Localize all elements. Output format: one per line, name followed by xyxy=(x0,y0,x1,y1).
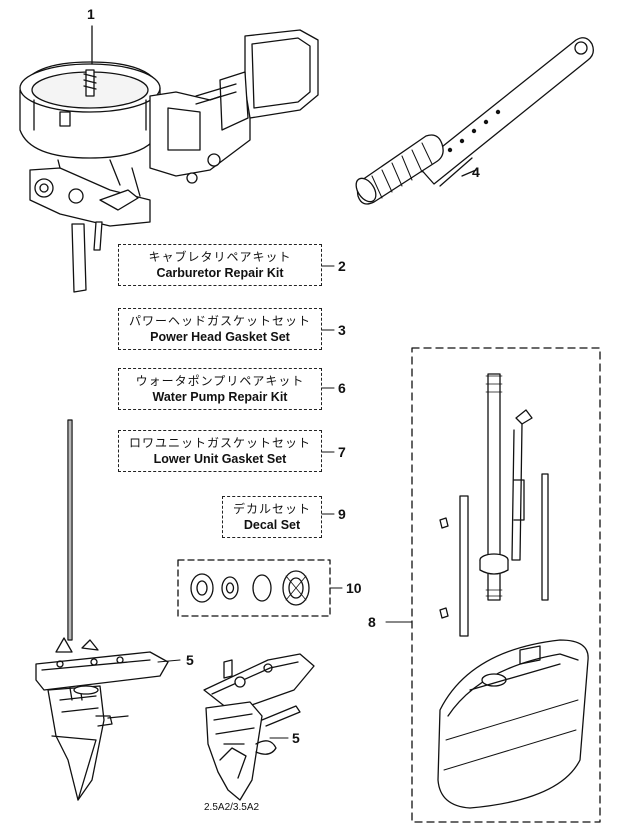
kit-label-lower-unit: ロワユニットガスケットセット Lower Unit Gasket Set xyxy=(118,430,322,472)
lower-unit-left-illustration xyxy=(35,419,169,801)
callout-7: 7 xyxy=(338,444,346,460)
carburetor-illustration xyxy=(19,25,319,293)
kit-en-label: Lower Unit Gasket Set xyxy=(153,452,287,466)
leader-lines xyxy=(157,265,413,739)
kit-jp-label: ウォータポンプリペアキット xyxy=(135,374,305,388)
kit-en-label: Carburetor Repair Kit xyxy=(156,266,284,280)
kit-label-water-pump: ウォータポンプリペアキット Water Pump Repair Kit xyxy=(118,368,322,410)
callout-5-right: 5 xyxy=(292,730,300,746)
tiller-handle-illustration xyxy=(355,37,594,205)
kit-jp-label: パワーヘッドガスケットセット xyxy=(128,314,311,328)
kit-jp-label: デカルセット xyxy=(232,502,311,516)
kit-label-power-head: パワーヘッドガスケットセット Power Head Gasket Set xyxy=(118,308,322,350)
callout-10: 10 xyxy=(346,580,362,596)
callout-8: 8 xyxy=(368,614,376,630)
kit-label-carburetor: キャブレタリペアキット Carburetor Repair Kit xyxy=(118,244,322,286)
kit-jp-label: キャブレタリペアキット xyxy=(148,250,292,264)
callout-9: 9 xyxy=(338,506,346,522)
lower-unit-right-illustration xyxy=(203,653,315,801)
kit-en-label: Decal Set xyxy=(243,518,301,532)
callout-5-left: 5 xyxy=(186,652,194,668)
callout-6: 6 xyxy=(338,380,346,396)
callout-2: 2 xyxy=(338,258,346,274)
callout-1: 1 xyxy=(87,6,95,22)
callout-3: 3 xyxy=(338,322,346,338)
kit-en-label: Power Head Gasket Set xyxy=(150,330,290,344)
kit-8-frame xyxy=(411,347,601,823)
kit-label-decal: デカルセット Decal Set xyxy=(222,496,322,538)
water-pump-parts-illustration xyxy=(177,559,331,617)
kit-jp-label: ロワユニットガスケットセット xyxy=(128,436,311,450)
kit-en-label: Water Pump Repair Kit xyxy=(152,390,288,404)
gearcase-parts-illustration xyxy=(411,347,601,823)
callout-4: 4 xyxy=(472,164,480,180)
model-label: 2.5A2/3.5A2 xyxy=(204,802,260,813)
